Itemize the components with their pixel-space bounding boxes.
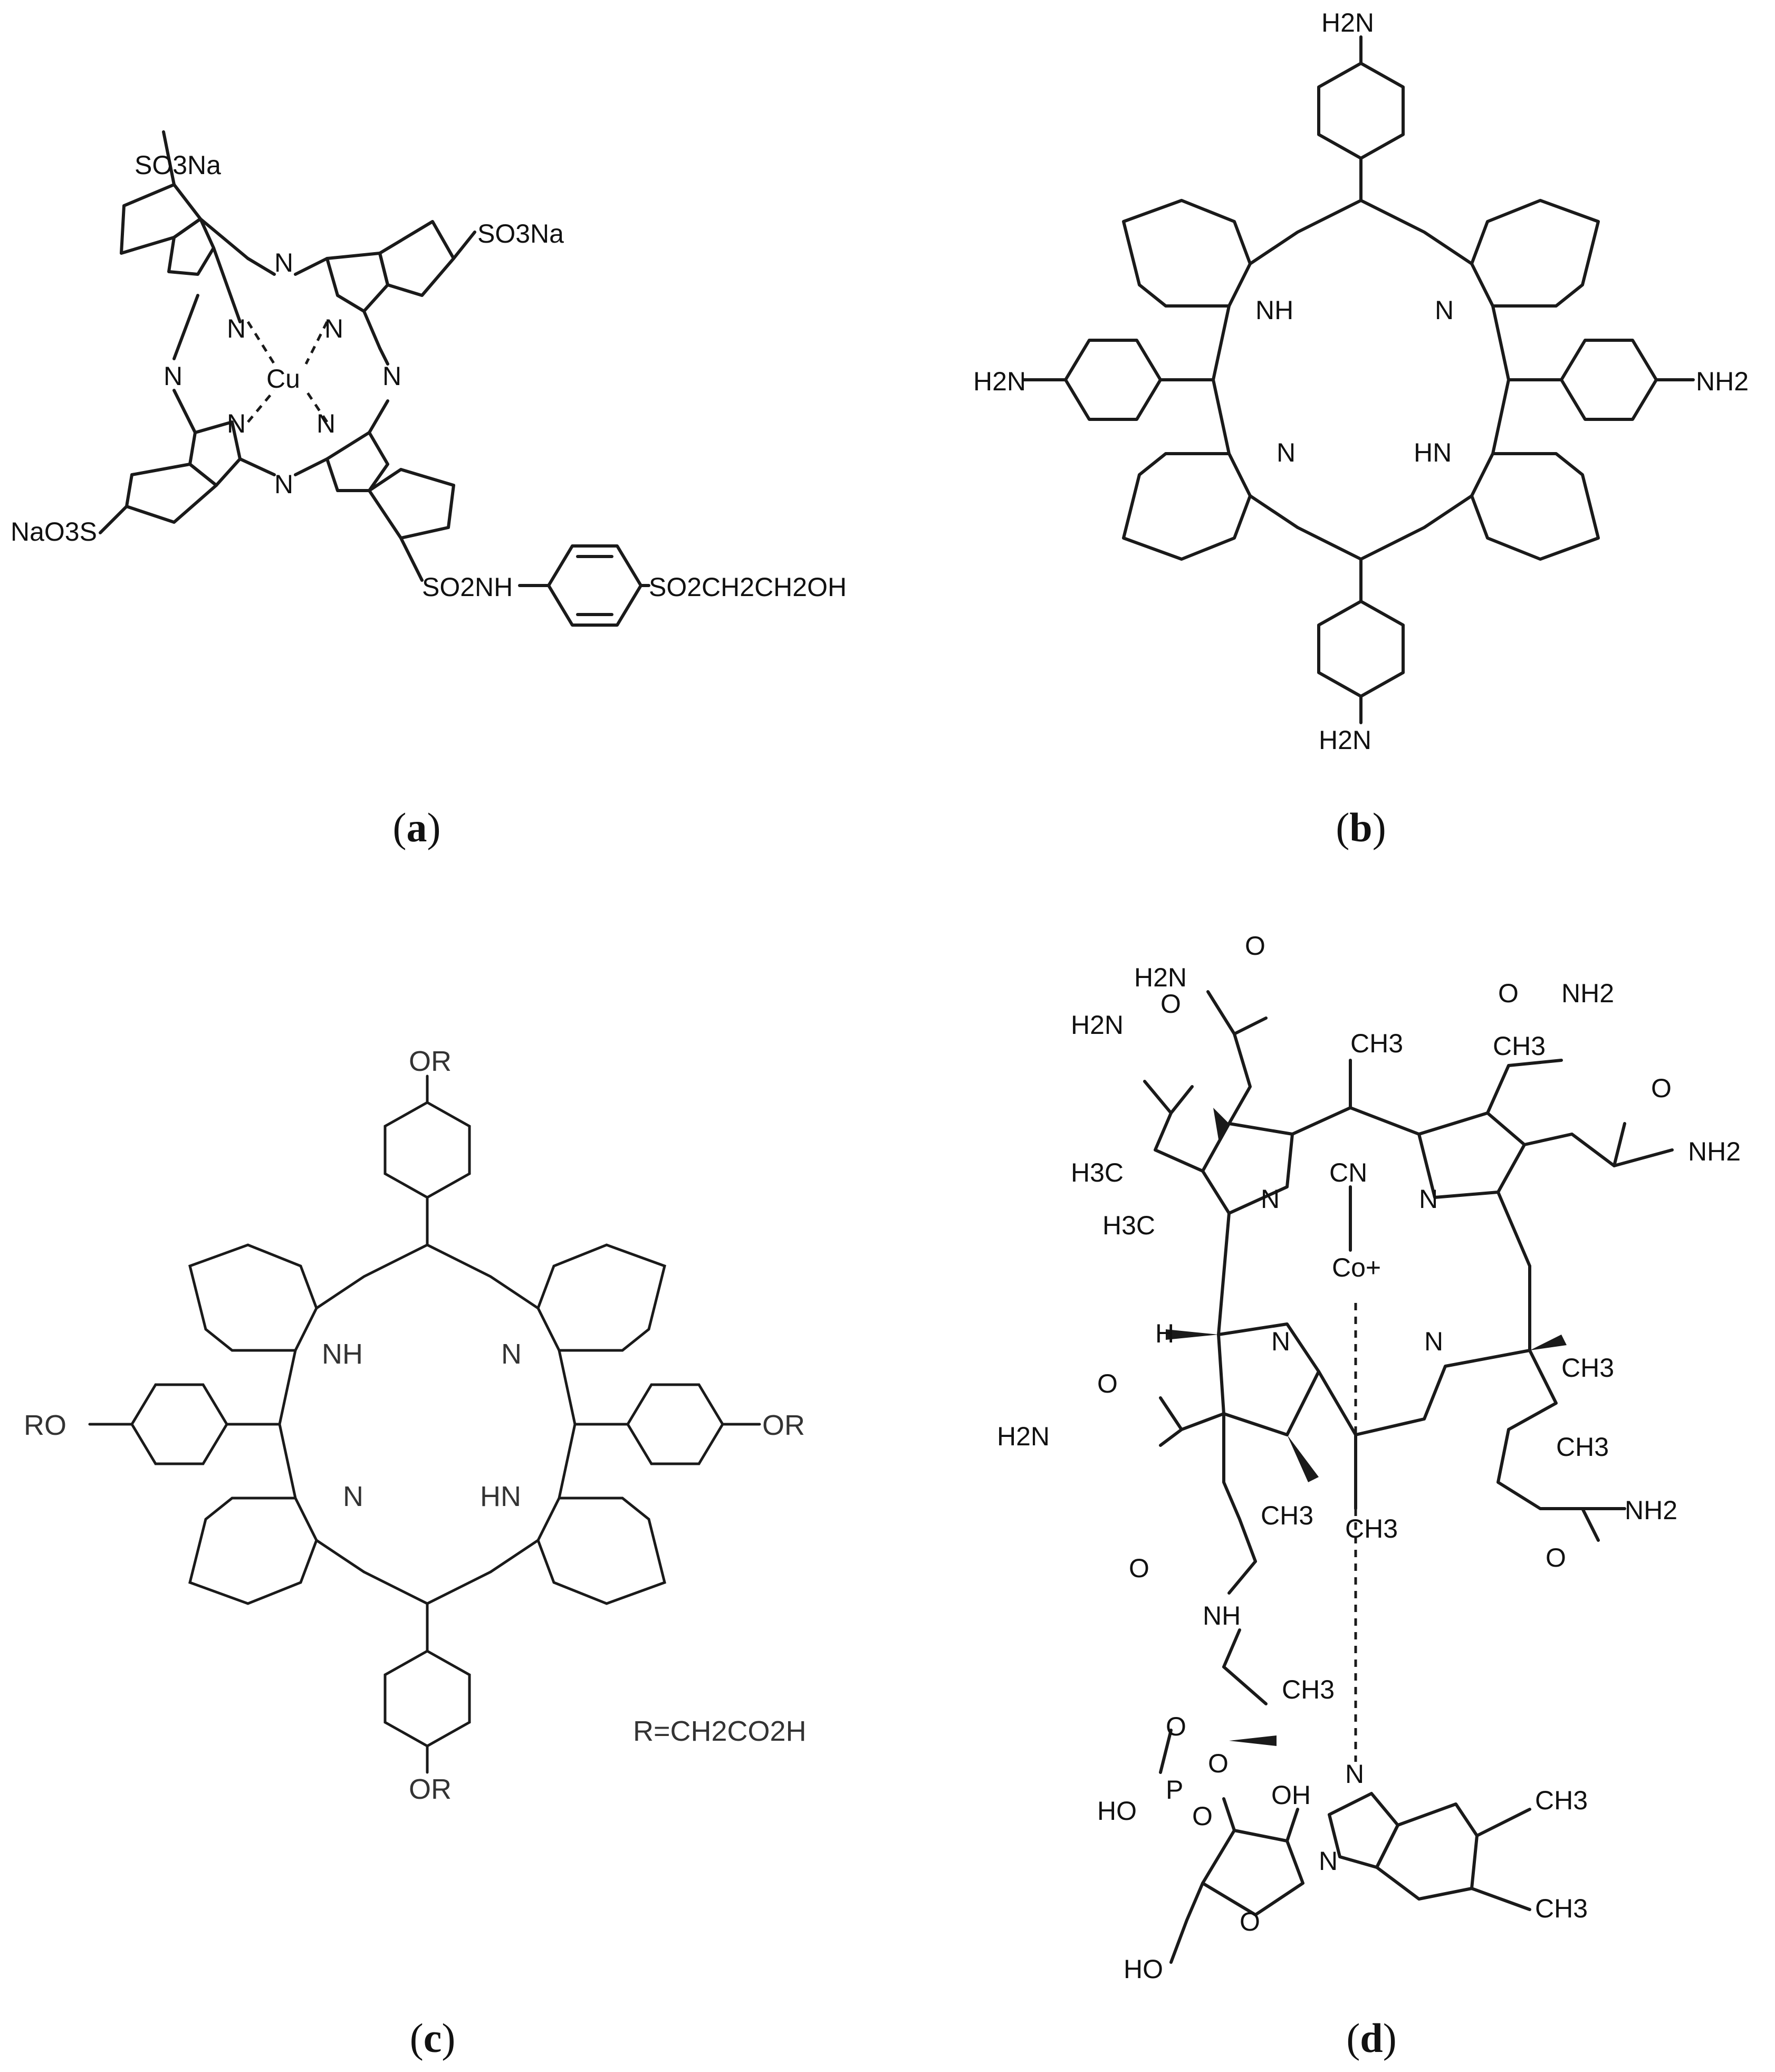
atom-or-top: OR xyxy=(409,1045,452,1077)
atom-n: N xyxy=(316,409,335,438)
atom-or-bottom: OR xyxy=(409,1773,452,1805)
atom-n: N xyxy=(501,1338,522,1370)
atom-nh2: NH2 xyxy=(1561,979,1614,1008)
atom-ch3: CH3 xyxy=(1561,1353,1614,1383)
atom-ch3-top: CH3 xyxy=(1350,1029,1403,1058)
atom-nh2: NH2 xyxy=(1688,1137,1741,1166)
atom-p: P xyxy=(1166,1775,1183,1805)
panel-c-bonds xyxy=(88,1075,761,1774)
panel-a-phenyl xyxy=(518,544,650,627)
panel-b-structure: H2N H2N NH2 H2N NH N N HN xyxy=(973,8,1749,755)
atom-co: Co+ xyxy=(1332,1253,1381,1282)
atom-so2ch2ch2oh: SO2CH2CH2OH xyxy=(649,572,847,602)
atom-or-right: OR xyxy=(762,1409,805,1441)
panel-a-structure: SO3Na SO3Na NaO3S Cu N N N N N N N N SO2… xyxy=(11,130,847,627)
atom-n: N xyxy=(274,248,293,277)
atom-n: N xyxy=(227,409,246,438)
atom-o: O xyxy=(1245,931,1265,961)
atom-ch3: CH3 xyxy=(1556,1432,1609,1462)
atom-o: O xyxy=(1160,989,1181,1019)
atom-o: O xyxy=(1498,979,1519,1008)
atom-cn: CN xyxy=(1329,1158,1367,1187)
atom-n: N xyxy=(164,361,183,391)
atom-h: H xyxy=(1155,1319,1174,1348)
atom-n: N xyxy=(274,469,293,499)
atom-nh: NH xyxy=(1203,1601,1241,1630)
atom-so3na-right: SO3Na xyxy=(477,219,564,248)
atom-h2n-top: H2N xyxy=(1321,8,1374,37)
wedge-bond xyxy=(1530,1335,1567,1350)
atom-o: O xyxy=(1651,1073,1672,1103)
atom-nh: NH xyxy=(322,1338,363,1370)
atom-cu: Cu xyxy=(266,364,300,394)
atom-h2n: H2N xyxy=(1071,1010,1124,1040)
atom-so2nh: SO2NH xyxy=(422,572,513,602)
panel-d-structure: H2N O H2N O CH3 CH3 O NH2 O NH2 H3C H3C … xyxy=(997,931,1741,1984)
wedge-bond xyxy=(1213,1108,1229,1139)
atom-ro-left: RO xyxy=(24,1409,66,1441)
atom-o: O xyxy=(1208,1749,1229,1778)
atom-h3c: H3C xyxy=(1071,1158,1124,1187)
atom-ch3: CH3 xyxy=(1535,1786,1588,1815)
atom-nh2-right: NH2 xyxy=(1696,367,1749,396)
atom-n: N xyxy=(324,314,343,343)
atom-oh: OH xyxy=(1271,1780,1311,1810)
atom-n: N xyxy=(1435,295,1454,325)
atom-h2n: H2N xyxy=(1134,963,1187,992)
panel-d-bonds xyxy=(1143,990,1674,1964)
atom-nh: NH xyxy=(1255,295,1293,325)
atom-ch3: CH3 xyxy=(1261,1501,1313,1530)
atom-o: O xyxy=(1240,1907,1260,1936)
atom-n: N xyxy=(1271,1327,1290,1356)
atom-n: N xyxy=(1319,1846,1338,1876)
panel-a-coordination-bonds xyxy=(246,321,329,423)
atom-n: N xyxy=(1261,1184,1280,1214)
panel-c-structure: OR RO OR OR NH N N HN R=CH2CO2H xyxy=(24,1045,807,1805)
atom-hn: HN xyxy=(1414,438,1452,467)
atom-n: N xyxy=(1277,438,1296,467)
atom-so3na-top: SO3Na xyxy=(135,150,221,180)
atom-o: O xyxy=(1546,1543,1566,1572)
atom-o: O xyxy=(1129,1553,1149,1583)
panel-c-atoms: OR RO OR OR NH N N HN R=CH2CO2H xyxy=(24,1045,807,1805)
atom-ho: HO xyxy=(1124,1954,1163,1984)
atom-ho: HO xyxy=(1097,1796,1137,1826)
atom-n: N xyxy=(343,1481,363,1512)
panel-d-atoms: H2N O H2N O CH3 CH3 O NH2 O NH2 H3C H3C … xyxy=(997,931,1741,1984)
atom-o: O xyxy=(1097,1369,1118,1398)
caption-a: (a) xyxy=(393,804,441,850)
panel-b-atoms: H2N H2N NH2 H2N NH N N HN xyxy=(973,8,1749,755)
atom-nao3s: NaO3S xyxy=(11,517,97,546)
atom-h2n-bottom: H2N xyxy=(1319,725,1371,755)
panel-b-bonds xyxy=(1022,35,1695,724)
wedge-bond xyxy=(1287,1435,1319,1482)
wedge-bond xyxy=(1229,1735,1277,1746)
atom-nh2: NH2 xyxy=(1625,1495,1677,1525)
wedge-bond xyxy=(1166,1329,1218,1340)
atom-h2n: H2N xyxy=(997,1422,1050,1451)
atom-o: O xyxy=(1192,1801,1213,1831)
caption-c: (c) xyxy=(410,2015,456,2061)
atom-ch3: CH3 xyxy=(1493,1031,1546,1061)
atom-ch3: CH3 xyxy=(1282,1675,1335,1704)
panel-d-wedges xyxy=(1166,1108,1567,1746)
caption-b: (b) xyxy=(1336,804,1386,850)
atom-ch3: CH3 xyxy=(1345,1514,1398,1543)
r-definition: R=CH2CO2H xyxy=(633,1715,807,1747)
panel-a-bonds xyxy=(99,130,476,582)
atom-n: N xyxy=(227,314,246,343)
atom-h2n-left: H2N xyxy=(973,367,1026,396)
atom-n: N xyxy=(1419,1184,1438,1214)
atom-n: N xyxy=(382,361,401,391)
panel-a-atoms: SO3Na SO3Na NaO3S Cu N N N N N N N N SO2… xyxy=(11,150,847,602)
atom-o: O xyxy=(1166,1712,1186,1741)
atom-n: N xyxy=(1345,1759,1364,1789)
caption-d: (d) xyxy=(1346,2015,1396,2061)
atom-h3c: H3C xyxy=(1102,1211,1155,1240)
atom-hn: HN xyxy=(480,1481,521,1512)
atom-ch3: CH3 xyxy=(1535,1894,1588,1923)
atom-n: N xyxy=(1424,1327,1443,1356)
